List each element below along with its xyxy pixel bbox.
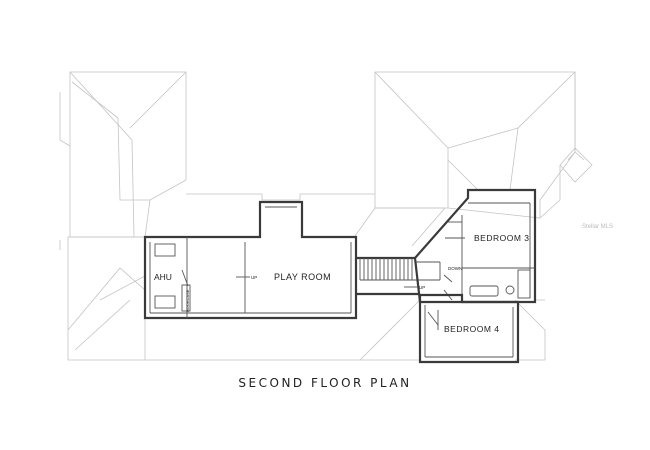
stair-down-label: DOWN: [448, 266, 462, 271]
room-label-bedroom-3: BEDROOM 3: [474, 233, 530, 243]
room-label-play-room: PLAY ROOM: [274, 272, 331, 282]
floor-plan-walls: [143, 188, 537, 364]
plan-title: SECOND FLOOR PLAN: [238, 376, 412, 390]
watermark: Stellar MLS: [582, 224, 613, 230]
stair-up-label: UP: [251, 275, 257, 280]
bookcase-label: BOOKCASE: [185, 289, 190, 312]
room-label-bedroom-4: BEDROOM 4: [444, 324, 500, 334]
stair-treads: [359, 258, 441, 281]
stair-up-label-hall: UP: [419, 285, 425, 290]
roof-outline: [59, 71, 593, 361]
room-label-ahu: AHU: [154, 272, 172, 282]
